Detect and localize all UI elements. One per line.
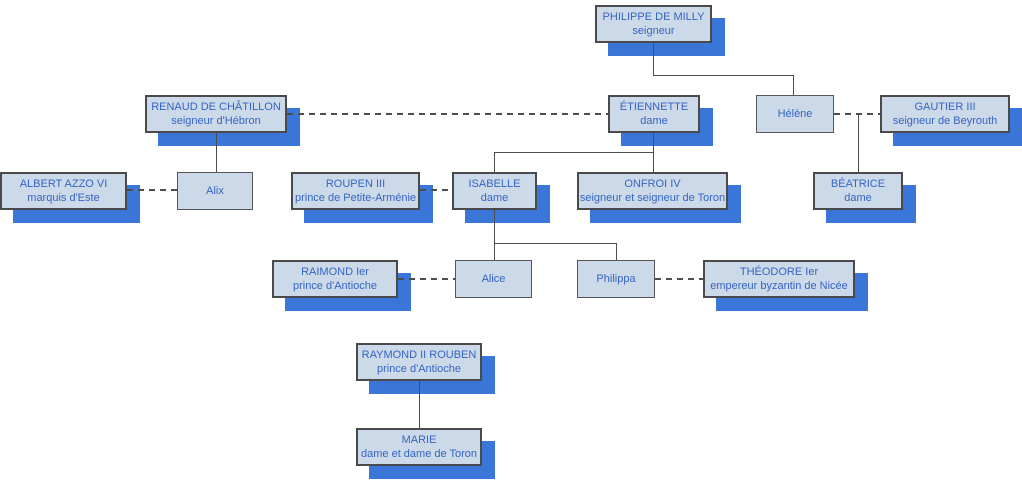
person-title: prince de Petite-Arménie bbox=[294, 192, 417, 204]
person-name: THÉODORE Ier bbox=[739, 266, 819, 278]
marriage-dashed-line bbox=[287, 113, 608, 115]
person-name: BÉATRICE bbox=[830, 178, 886, 190]
node-beatrice[interactable]: BÉATRICE dame bbox=[813, 172, 903, 210]
marriage-dashed-line bbox=[398, 278, 455, 280]
node-raimond-ier[interactable]: RAIMOND Ier prince d'Antioche bbox=[272, 260, 398, 298]
node-alix[interactable]: Alix bbox=[177, 172, 253, 210]
node-theodore-ier[interactable]: THÉODORE Ier empereur byzantin de Nicée bbox=[703, 260, 855, 298]
person-title: dame et dame de Toron bbox=[361, 448, 477, 460]
node-renaud-de-chatillon[interactable]: RENAUD DE CHÂTILLON seigneur d'Hébron bbox=[145, 95, 287, 133]
connector-line bbox=[494, 210, 495, 261]
connector-line bbox=[858, 114, 859, 173]
person-title: empereur byzantin de Nicée bbox=[710, 280, 848, 292]
node-alice[interactable]: Alice bbox=[455, 260, 532, 298]
person-title: prince d'Antioche bbox=[376, 363, 462, 375]
person-name: RAIMOND Ier bbox=[301, 266, 369, 278]
node-philippa[interactable]: Philippa bbox=[577, 260, 655, 298]
marriage-dashed-line bbox=[655, 278, 703, 280]
person-name: Alice bbox=[481, 273, 506, 285]
connector-line bbox=[653, 43, 654, 76]
person-title: seigneur d'Hébron bbox=[171, 115, 261, 127]
person-name: ALBERT AZZO VI bbox=[19, 178, 108, 190]
person-name: Alix bbox=[206, 185, 224, 197]
node-philippe-de-milly[interactable]: PHILIPPE DE MILLY seigneur bbox=[595, 5, 712, 43]
marriage-dashed-line bbox=[127, 189, 177, 191]
connector-line bbox=[653, 75, 794, 76]
person-name: GAUTIER III bbox=[914, 101, 976, 113]
person-name: RENAUD DE CHÂTILLON bbox=[151, 101, 281, 113]
person-title: dame bbox=[640, 115, 668, 127]
node-helene[interactable]: Hélène bbox=[756, 95, 834, 133]
person-title: seigneur bbox=[632, 25, 675, 37]
person-title: seigneur de Beyrouth bbox=[892, 115, 998, 127]
person-title: dame bbox=[844, 192, 872, 204]
connector-line bbox=[419, 381, 420, 429]
person-title: prince d'Antioche bbox=[292, 280, 378, 292]
connector-line bbox=[494, 152, 654, 153]
connector-line bbox=[216, 133, 217, 173]
person-name: ÉTIENNETTE bbox=[619, 101, 689, 113]
marriage-dashed-line bbox=[420, 189, 452, 191]
node-raymond-ii-rouben[interactable]: RAYMOND II ROUBEN prince d'Antioche bbox=[356, 343, 482, 381]
marriage-dashed-line bbox=[834, 113, 880, 115]
person-name: RAYMOND II ROUBEN bbox=[361, 349, 477, 361]
node-marie[interactable]: MARIE dame et dame de Toron bbox=[356, 428, 482, 466]
person-name: ROUPEN III bbox=[325, 178, 386, 190]
connector-line bbox=[653, 133, 654, 173]
node-roupen-iii[interactable]: ROUPEN III prince de Petite-Arménie bbox=[291, 172, 420, 210]
connector-line bbox=[793, 75, 794, 96]
node-gautier-iii[interactable]: GAUTIER III seigneur de Beyrouth bbox=[880, 95, 1010, 133]
person-name: MARIE bbox=[401, 434, 437, 446]
person-title: seigneur et seigneur de Toron bbox=[579, 192, 726, 204]
person-title: marquis d'Este bbox=[27, 192, 100, 204]
person-name: Philippa bbox=[596, 273, 636, 285]
node-etiennette[interactable]: ÉTIENNETTE dame bbox=[608, 95, 700, 133]
node-albert-azzo-vi[interactable]: ALBERT AZZO VI marquis d'Este bbox=[0, 172, 127, 210]
person-name: PHILIPPE DE MILLY bbox=[602, 11, 705, 23]
node-isabelle[interactable]: ISABELLE dame bbox=[452, 172, 537, 210]
person-title: dame bbox=[480, 192, 509, 204]
person-name: ISABELLE bbox=[468, 178, 521, 190]
connector-line bbox=[494, 243, 617, 244]
person-name: Hélène bbox=[777, 108, 813, 120]
node-onfroi-iv[interactable]: ONFROI IV seigneur et seigneur de Toron bbox=[577, 172, 728, 210]
connector-line bbox=[494, 152, 495, 173]
person-name: ONFROI IV bbox=[624, 178, 681, 190]
connector-line bbox=[616, 243, 617, 261]
